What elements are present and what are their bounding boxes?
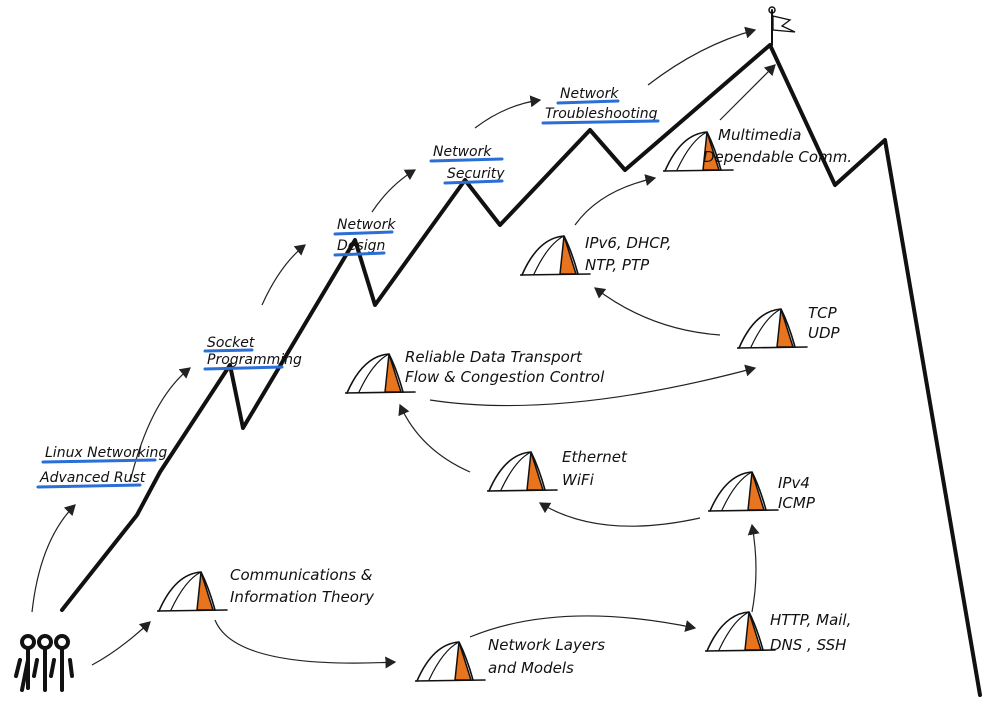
summit-step-socket: Socket Programming bbox=[203, 335, 302, 371]
arrow-icon bbox=[747, 523, 760, 613]
step-label: Network bbox=[433, 144, 492, 160]
camp-label: Flow & Congestion Control bbox=[405, 368, 605, 386]
arrow-icon bbox=[129, 367, 191, 483]
camp-label: DNS , SSH bbox=[770, 636, 846, 654]
tent-icon bbox=[705, 611, 776, 652]
summit-step-design: Network Design bbox=[333, 217, 396, 257]
tent-icon bbox=[487, 451, 558, 492]
step-label: Security bbox=[447, 166, 505, 182]
camp-application: HTTP, Mail, DNS , SSH bbox=[705, 611, 851, 654]
summit-step-linux: Linux Networking Advanced Rust bbox=[36, 445, 167, 489]
camp-ipv6: IPv6, DHCP, NTP, PTP bbox=[520, 234, 671, 276]
camp-label: Network Layers bbox=[488, 636, 605, 654]
camp-label: TCP bbox=[808, 304, 838, 322]
arrow-icon bbox=[474, 95, 542, 129]
arrow-icon bbox=[214, 619, 397, 669]
step-label: Programming bbox=[207, 352, 302, 368]
camp-reliable-transport: Reliable Data Transport Flow & Congestio… bbox=[345, 348, 605, 394]
camp-label: NTP, PTP bbox=[585, 256, 650, 274]
arrows bbox=[31, 26, 776, 669]
arrow-icon bbox=[538, 502, 701, 527]
arrow-icon bbox=[647, 26, 757, 86]
arrow-icon bbox=[371, 169, 417, 213]
arrow-icon bbox=[719, 64, 776, 121]
step-label: Network bbox=[337, 217, 396, 233]
arrow-icon bbox=[574, 174, 657, 226]
camp-label: Dependable Comm. bbox=[703, 148, 852, 166]
arrow-icon bbox=[31, 504, 76, 613]
arrow-icon bbox=[594, 287, 721, 336]
step-label: Design bbox=[337, 238, 385, 254]
camp-label: WiFi bbox=[562, 471, 595, 489]
camp-label: IPv6, DHCP, bbox=[585, 234, 671, 252]
camp-label: IPv4 bbox=[778, 474, 810, 492]
camp-label: and Models bbox=[488, 659, 574, 677]
arrow-icon bbox=[261, 244, 306, 306]
camp-multimedia: Multimedia Dependable Comm. bbox=[663, 126, 852, 172]
camp-label: UDP bbox=[808, 324, 841, 342]
summit-flag-icon bbox=[768, 6, 796, 46]
step-label: Advanced Rust bbox=[39, 470, 146, 486]
camp-ipv4: IPv4 ICMP bbox=[708, 471, 816, 512]
arrow-icon bbox=[91, 621, 151, 666]
camp-tcp-udp: TCP UDP bbox=[737, 304, 841, 349]
step-label: Troubleshooting bbox=[545, 106, 658, 122]
camp-label: Ethernet bbox=[562, 448, 628, 466]
camp-label: Information Theory bbox=[230, 588, 375, 606]
camp-label: ICMP bbox=[778, 494, 816, 512]
camp-ethernet: Ethernet WiFi bbox=[487, 448, 628, 492]
people-icon bbox=[14, 634, 74, 692]
tent-icon bbox=[520, 235, 591, 276]
camp-label: Multimedia bbox=[718, 126, 801, 144]
tent-icon bbox=[708, 471, 779, 512]
camp-communications: Communications & Information Theory bbox=[157, 566, 375, 612]
tent-icon bbox=[415, 641, 486, 682]
tent-icon bbox=[737, 308, 808, 349]
camp-label: Reliable Data Transport bbox=[405, 348, 583, 366]
camp-network-layers: Network Layers and Models bbox=[415, 636, 605, 682]
mountain-ridge bbox=[60, 43, 982, 697]
tent-icon bbox=[157, 571, 228, 612]
camp-label: Communications & bbox=[230, 566, 373, 584]
arrow-icon bbox=[429, 364, 757, 407]
step-label: Linux Networking bbox=[45, 445, 167, 461]
step-label: Socket bbox=[207, 335, 255, 351]
summit-step-security: Network Security bbox=[429, 144, 505, 185]
camp-label: HTTP, Mail, bbox=[770, 611, 851, 629]
arrow-icon bbox=[398, 403, 471, 473]
summit-step-troubleshooting: Network Troubleshooting bbox=[541, 86, 660, 125]
arrow-icon bbox=[469, 615, 697, 638]
step-label: Network bbox=[560, 86, 619, 102]
